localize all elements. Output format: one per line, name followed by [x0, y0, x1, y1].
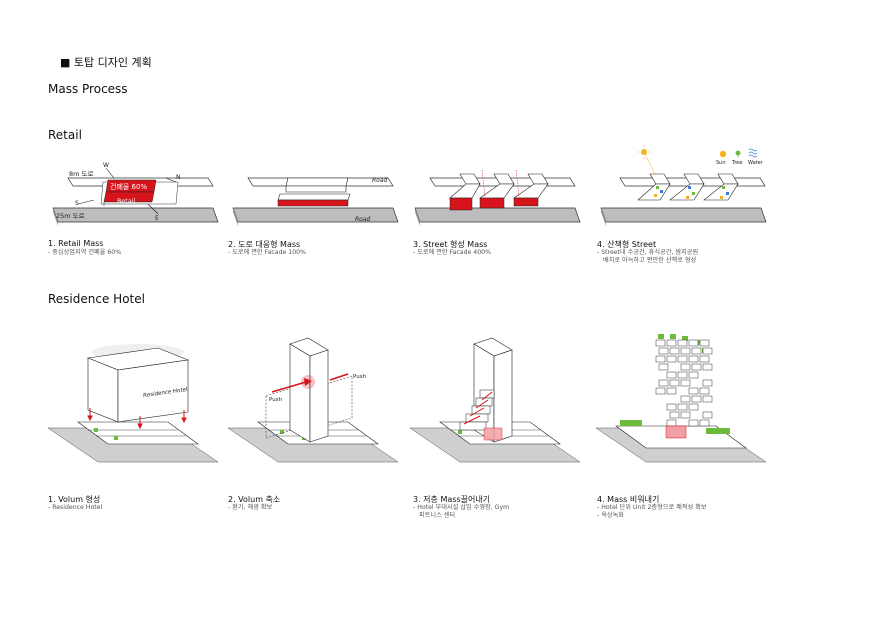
hotel-unit-block [691, 395, 702, 403]
legend-sun: Sun [716, 160, 726, 166]
page-title: ■ 토탑 디자인 계획 [60, 56, 152, 69]
residence-4-desc-2: - 옥상녹화 [597, 512, 624, 519]
residence-2-title: 2. Volum 축소 [228, 495, 281, 504]
retail-diagram-3 [414, 169, 581, 226]
hotel-unit-block [677, 371, 688, 379]
hotel-unit-block [669, 379, 680, 387]
compass-e: E [155, 215, 159, 222]
hotel-unit-block [702, 363, 713, 371]
hotel-unit-block [702, 379, 713, 387]
hotel-unit-block [688, 387, 699, 395]
push-label-left: Push [269, 397, 283, 403]
hotel-unit-block [699, 355, 710, 363]
hotel-unit-block [666, 387, 677, 395]
road-top-label: Road [372, 177, 388, 184]
section-residence-hotel: Residence Hotel [48, 292, 145, 306]
hotel-unit-block [658, 347, 669, 355]
legend-tree: Tree [732, 160, 743, 166]
residence-1-desc: - Residence Hotel [48, 504, 103, 511]
hotel-unit-block [669, 347, 680, 355]
compass-s: S [75, 200, 79, 207]
hotel-unit-block [680, 411, 691, 419]
push-label-right: Push [353, 374, 367, 380]
retail-2-desc: - 도로에 면한 Facade 100% [228, 249, 306, 256]
retail-diagram-2 [232, 177, 399, 226]
hotel-unit-block [699, 387, 710, 395]
compass-w: W [103, 162, 109, 169]
hotel-unit-block [688, 403, 699, 411]
residence-4-desc-1: - Hotel 단위 Unit 2층형으로 쾌적성 확보 [597, 504, 707, 511]
hotel-unit-block [655, 339, 666, 347]
hotel-unit-block [655, 387, 666, 395]
hotel-unit-block [666, 371, 677, 379]
hotel-unit-block [680, 363, 691, 371]
legend-water: Water [748, 160, 763, 166]
retail-4-title: 4. 산책형 Street [597, 240, 657, 249]
road-bottom-label: Road [355, 216, 371, 223]
retail-1-desc: - 중심상업지역 건폐율 60% [48, 249, 122, 256]
hotel-unit-block [699, 339, 710, 347]
residence-diagram-1 [47, 344, 219, 463]
hotel-unit-block [699, 419, 710, 427]
hotel-unit-block [658, 379, 669, 387]
retail-diagram-4 [600, 145, 767, 226]
hotel-unit-block [677, 355, 688, 363]
hotel-unit-block [677, 403, 688, 411]
compass-n: N [176, 174, 181, 181]
section-retail: Retail [48, 128, 82, 142]
hotel-unit-block [691, 363, 702, 371]
retail-4-desc-2: 배치로 아늑하고 편안한 산책로 형성 [603, 257, 697, 264]
hotel-unit-block [666, 339, 677, 347]
residence-1-title: 1. Volum 형성 [48, 495, 101, 504]
hotel-unit-block [702, 395, 713, 403]
hotel-unit-block [691, 347, 702, 355]
hotel-unit-block [688, 419, 699, 427]
retail-3-desc: - 도로에 면한 Facade 400% [413, 249, 491, 256]
retail-block-label: Retail [117, 197, 136, 205]
hotel-unit-block [680, 379, 691, 387]
hotel-unit-block [688, 371, 699, 379]
hotel-unit-block [688, 339, 699, 347]
hotel-unit-block [655, 355, 666, 363]
coverage-label: 건폐율 60% [110, 183, 148, 191]
hotel-unit-block [666, 355, 677, 363]
section-mass-process: Mass Process [48, 82, 128, 96]
retail-diagram-1 [52, 167, 219, 226]
residence-diagram-3 [409, 337, 581, 463]
hotel-unit-block [666, 419, 677, 427]
hotel-unit-block [680, 347, 691, 355]
road-25m-label: 25m 도로 [56, 212, 85, 220]
retail-1-title: 1. Retail Mass [48, 239, 104, 248]
hotel-unit-block [658, 363, 669, 371]
hotel-unit-block [677, 339, 688, 347]
residence-diagram-2 [227, 337, 399, 463]
residence-4-title: 4. Mass 비워내기 [597, 495, 660, 504]
residence-diagram-4 [595, 334, 767, 463]
hotel-unit-block [702, 411, 713, 419]
retail-3-title: 3. Street 형성 Mass [413, 240, 488, 249]
residence-2-desc: - 환기, 채광 확보 [228, 504, 273, 511]
hotel-unit-block [666, 403, 677, 411]
hotel-unit-block [702, 347, 713, 355]
hotel-unit-block [688, 355, 699, 363]
residence-3-desc-1: - Hotel 부대시설 삽입 수영장, Gym [413, 504, 510, 511]
retail-2-title: 2. 도로 대응형 Mass [228, 240, 301, 249]
hotel-unit-block [669, 411, 680, 419]
residence-3-desc-2: 피트니스 센터 [419, 512, 456, 519]
road-8m-label: 8m 도로 [69, 170, 94, 178]
residence-3-title: 3. 저층 Mass끌어내기 [413, 495, 491, 504]
retail-4-desc-1: - Street내 수공간, 휴식공간, 쌈지공원 [597, 249, 699, 256]
hotel-unit-block [680, 395, 691, 403]
